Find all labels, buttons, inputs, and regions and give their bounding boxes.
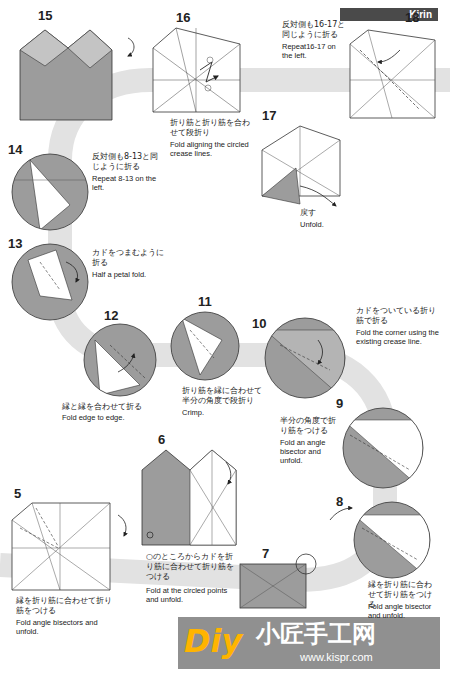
- step-6-figure: [142, 450, 236, 545]
- step-13-figure: [10, 240, 100, 330]
- step-number: 14: [8, 142, 32, 157]
- caption-ja: 戻す: [300, 208, 340, 218]
- step-number: 7: [262, 546, 286, 561]
- caption-en: Fold angle bisectors and unfold.: [16, 618, 116, 636]
- caption-en: Half a petal fold.: [92, 270, 164, 279]
- step-14-figure: [10, 150, 100, 240]
- step-7-figure: [240, 554, 316, 608]
- step-number: 11: [198, 294, 222, 309]
- caption-en: Crimp.: [182, 408, 242, 417]
- step-number: 15: [38, 8, 62, 23]
- caption-en: Unfold.: [300, 220, 340, 229]
- caption-en: Fold aligning the circled crease lines.: [170, 140, 254, 158]
- step-9-figure: [340, 405, 430, 495]
- caption-ja: 反対側も8-13と同じように折る: [92, 152, 164, 172]
- caption-en: Fold the corner using the existing creas…: [356, 328, 440, 346]
- step-number: 12: [104, 308, 128, 323]
- caption-ja: 折り筋を縁に合わせて半分の角度で段折り: [182, 386, 262, 406]
- caption-ja: 反対側も16-17と同じように折る: [282, 20, 346, 40]
- watermark-url: www.kispr.com: [300, 652, 430, 663]
- step-18-figure: [350, 30, 435, 118]
- caption-ja: ○のところからカドを折り筋に合わせて折り筋をつける: [146, 552, 236, 582]
- step-10-figure: [262, 315, 352, 405]
- step-number: 8: [336, 494, 360, 509]
- caption-ja: 縁を折り筋に合わせて折り筋をつける: [16, 596, 116, 616]
- step-15-figure: [20, 30, 134, 120]
- caption-en: Fold at the circled points and unfold.: [146, 586, 236, 604]
- step-17-figure: [262, 126, 340, 206]
- step-11-figure: [168, 310, 243, 385]
- step-12-figure: [80, 320, 160, 400]
- step-16-figure: [153, 28, 240, 112]
- watermark-logo: Diy: [184, 625, 254, 657]
- caption-en: Fold angle bisector and unfold.: [368, 602, 438, 620]
- page-title-tab: Kirin: [340, 8, 438, 21]
- step-number: 17: [262, 108, 286, 123]
- caption-en: Repeat 8-13 on the left.: [92, 174, 164, 192]
- step-number: 10: [252, 316, 276, 331]
- step-number: 18: [405, 10, 429, 25]
- step-number: 5: [14, 486, 38, 501]
- watermark-name: 小匠手工网: [256, 622, 436, 646]
- caption-ja: カドをつまむように折る: [92, 248, 164, 268]
- caption-ja: 縁と縁を合わせて折る: [62, 402, 154, 412]
- caption-ja: 折り筋と折り筋を合わせて段折り: [170, 118, 250, 138]
- step-number: 6: [158, 432, 182, 447]
- caption-en: Repeat16-17 on the left.: [282, 42, 346, 60]
- step-number: 13: [8, 236, 32, 251]
- caption-en: Fold an angle bisector and unfold.: [280, 438, 340, 465]
- watermark-panel: [178, 617, 440, 669]
- caption-ja: カドをついている折り筋で折る: [356, 306, 436, 326]
- step-8-figure: [330, 500, 435, 585]
- caption-ja: 半分の角度で折り筋をつける: [280, 416, 340, 436]
- step-number: 9: [336, 396, 360, 411]
- step-5-figure: [12, 503, 126, 590]
- caption-en: Fold edge to edge.: [62, 413, 154, 422]
- step-number: 16: [176, 10, 200, 25]
